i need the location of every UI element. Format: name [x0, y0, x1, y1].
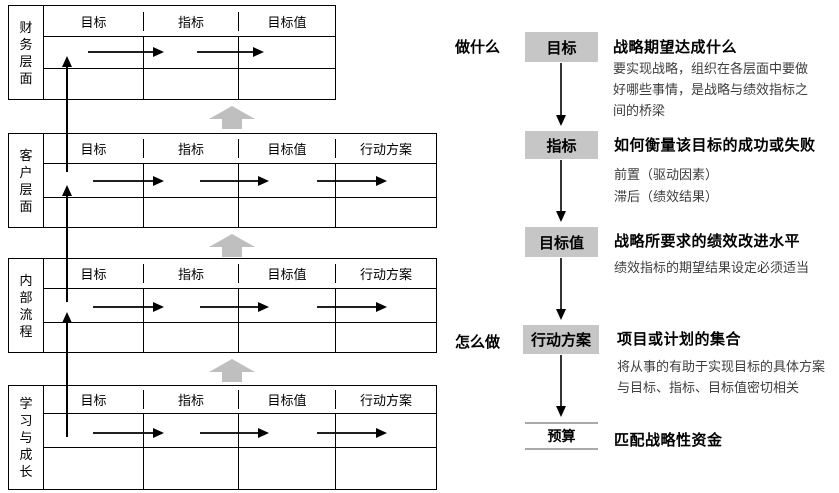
column-header: 指标 — [144, 264, 239, 283]
empty-cell — [44, 323, 144, 352]
empty-cell — [44, 414, 144, 447]
empty-cell — [44, 164, 144, 197]
empty-cell — [144, 69, 239, 99]
step-box-objective: 目标 — [525, 32, 598, 62]
column-header: 目标 — [44, 11, 144, 31]
empty-cell — [336, 289, 436, 322]
empty-cell — [144, 323, 239, 352]
column-header: 行动方案 — [359, 267, 412, 282]
side-label-what-to-do: 做什么 — [455, 39, 501, 56]
column-header: 指标 — [144, 139, 239, 158]
empty-cell — [336, 414, 436, 447]
empty-cell — [239, 414, 336, 447]
column-header: 目标 — [44, 264, 144, 283]
empty-cell — [144, 448, 239, 489]
layer-name-customer: 客户层面 — [9, 134, 44, 227]
step-title-target-value: 战略所要求的绩效改进水平 — [614, 233, 801, 250]
empty-cell — [44, 289, 144, 322]
empty-cell — [239, 448, 336, 489]
empty-cell — [239, 69, 335, 99]
empty-cell — [44, 37, 144, 68]
empty-cell — [239, 164, 336, 197]
empty-cell — [44, 69, 144, 99]
empty-cell — [144, 289, 239, 322]
row-arrows — [88, 47, 387, 438]
empty-cell — [336, 164, 436, 197]
table-internal-process-layer: 内部流程 目标 指标 目标值 行动方案 — [8, 258, 437, 353]
empty-cell — [44, 198, 144, 227]
empty-cell — [239, 323, 336, 352]
column-header: 指标 — [144, 390, 239, 409]
step-title-objective: 战略期望达成什么 — [613, 39, 738, 56]
column-header: 目标值 — [239, 390, 336, 409]
empty-cell — [336, 198, 436, 227]
column-header: 目标值 — [239, 139, 336, 158]
empty-cell — [336, 448, 436, 489]
column-header: 目标值 — [267, 14, 307, 30]
table-learning-growth-layer: 学习与成长 目标 指标 目标值 行动方案 — [8, 385, 437, 490]
step-description-target-value: 绩效指标的期望结果设定必须适当 — [614, 260, 810, 275]
step-box-indicator: 指标 — [525, 131, 598, 159]
block-arrow-up-icon — [209, 359, 255, 382]
empty-cell — [144, 164, 239, 197]
layer-name-financial: 财务层面 — [9, 6, 44, 99]
side-label-how-to-do: 怎么做 — [455, 334, 501, 351]
column-header: 行动方案 — [359, 393, 412, 408]
column-header: 行动方案 — [359, 142, 412, 157]
step-description-indicator-lag: 滞后（绩效结果） — [614, 189, 719, 204]
step-title-action-plan: 项目或计划的集合 — [617, 331, 742, 348]
step-box-target-value: 目标值 — [525, 227, 598, 257]
column-header: 目标 — [44, 390, 144, 409]
step-description-indicator-lead: 前置（驱动因素） — [614, 167, 719, 182]
empty-cell — [239, 198, 336, 227]
block-arrow-up-icon — [209, 106, 255, 129]
empty-cell — [239, 37, 335, 68]
empty-cell — [336, 323, 436, 352]
empty-cell — [144, 37, 239, 68]
empty-cell — [44, 448, 144, 489]
layer-name-learning-growth: 学习与成长 — [9, 386, 44, 489]
empty-cell — [144, 414, 239, 447]
table-customer-layer: 客户层面 目标 指标 目标值 行动方案 — [8, 133, 437, 228]
step-box-action-plan: 行动方案 — [523, 325, 599, 354]
empty-cell — [239, 289, 336, 322]
step-budget: 预算 — [525, 422, 598, 450]
step-description-action-plan: 将从事的有助于实现目标的具体方案与目标、指标、目标值密切相关 — [617, 359, 826, 395]
step-description-objective: 要实现战略，组织在各层面中要做好哪些事情，是战略与绩效指标之间的桥梁 — [613, 61, 809, 118]
column-header: 目标 — [44, 139, 144, 158]
step-title-indicator: 如何衡量该目标的成功或失败 — [614, 137, 816, 154]
block-arrow-up-icon — [209, 234, 255, 257]
layer-name-internal-process: 内部流程 — [9, 259, 44, 352]
column-header: 指标 — [144, 11, 239, 31]
empty-cell — [144, 198, 239, 227]
column-header: 目标值 — [239, 264, 336, 283]
table-financial-layer: 财务层面 目标 指标 目标值 — [8, 5, 336, 100]
step-title-budget: 匹配战略性资金 — [614, 432, 723, 449]
